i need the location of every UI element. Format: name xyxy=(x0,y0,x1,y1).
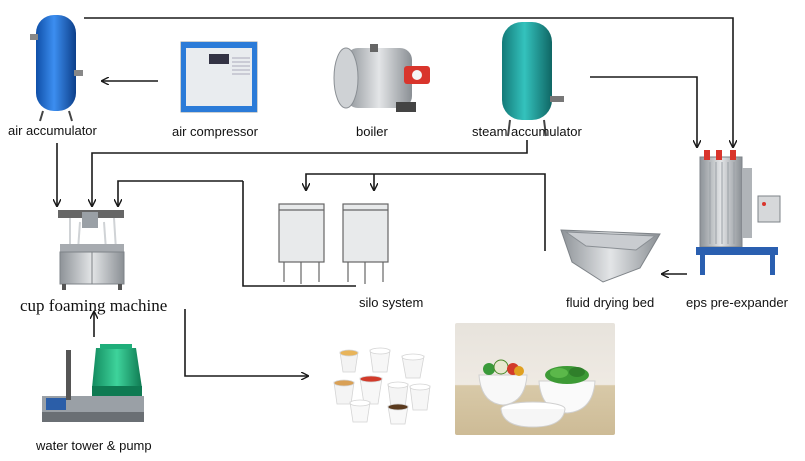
air-compressor-label: air compressor xyxy=(172,124,258,139)
foam-cups-photo xyxy=(330,324,434,425)
steam-accumulator-label: steam accumulator xyxy=(472,124,582,139)
flow-lines xyxy=(57,17,733,376)
cup-foaming-machine-label: cup foaming machine xyxy=(20,296,168,315)
line-accumulator-to-preexpander xyxy=(84,17,733,147)
air-accumulator-label: air accumulator xyxy=(8,123,97,138)
line-steam-to-foaming xyxy=(92,140,528,206)
silo-system-icon xyxy=(278,203,389,284)
boiler-label: boiler xyxy=(356,124,388,139)
line-steam-to-preexpander xyxy=(590,76,697,147)
water-tower-pump-icon xyxy=(42,344,144,422)
fluid-drying-bed-label: fluid drying bed xyxy=(566,295,655,310)
line-silo-to-foaming xyxy=(118,180,243,206)
line-dryingbed-to-silo xyxy=(306,173,546,251)
foam-bowls-photo xyxy=(455,323,615,435)
water-tower-pump-label: water tower & pump xyxy=(36,438,152,453)
eps-pre-expander-icon xyxy=(696,150,781,275)
cup-foaming-machine-icon xyxy=(58,210,125,290)
eps-pre-expander-label: eps pre-expander xyxy=(686,295,788,310)
line-foaming-to-products xyxy=(184,309,308,376)
air-compressor-icon xyxy=(180,41,258,113)
steam-accumulator-icon xyxy=(502,22,564,137)
boiler-icon xyxy=(333,44,430,112)
air-accumulator-icon xyxy=(30,15,83,122)
silo-system-label: silo system xyxy=(359,295,424,310)
fluid-drying-bed-icon xyxy=(560,229,661,283)
